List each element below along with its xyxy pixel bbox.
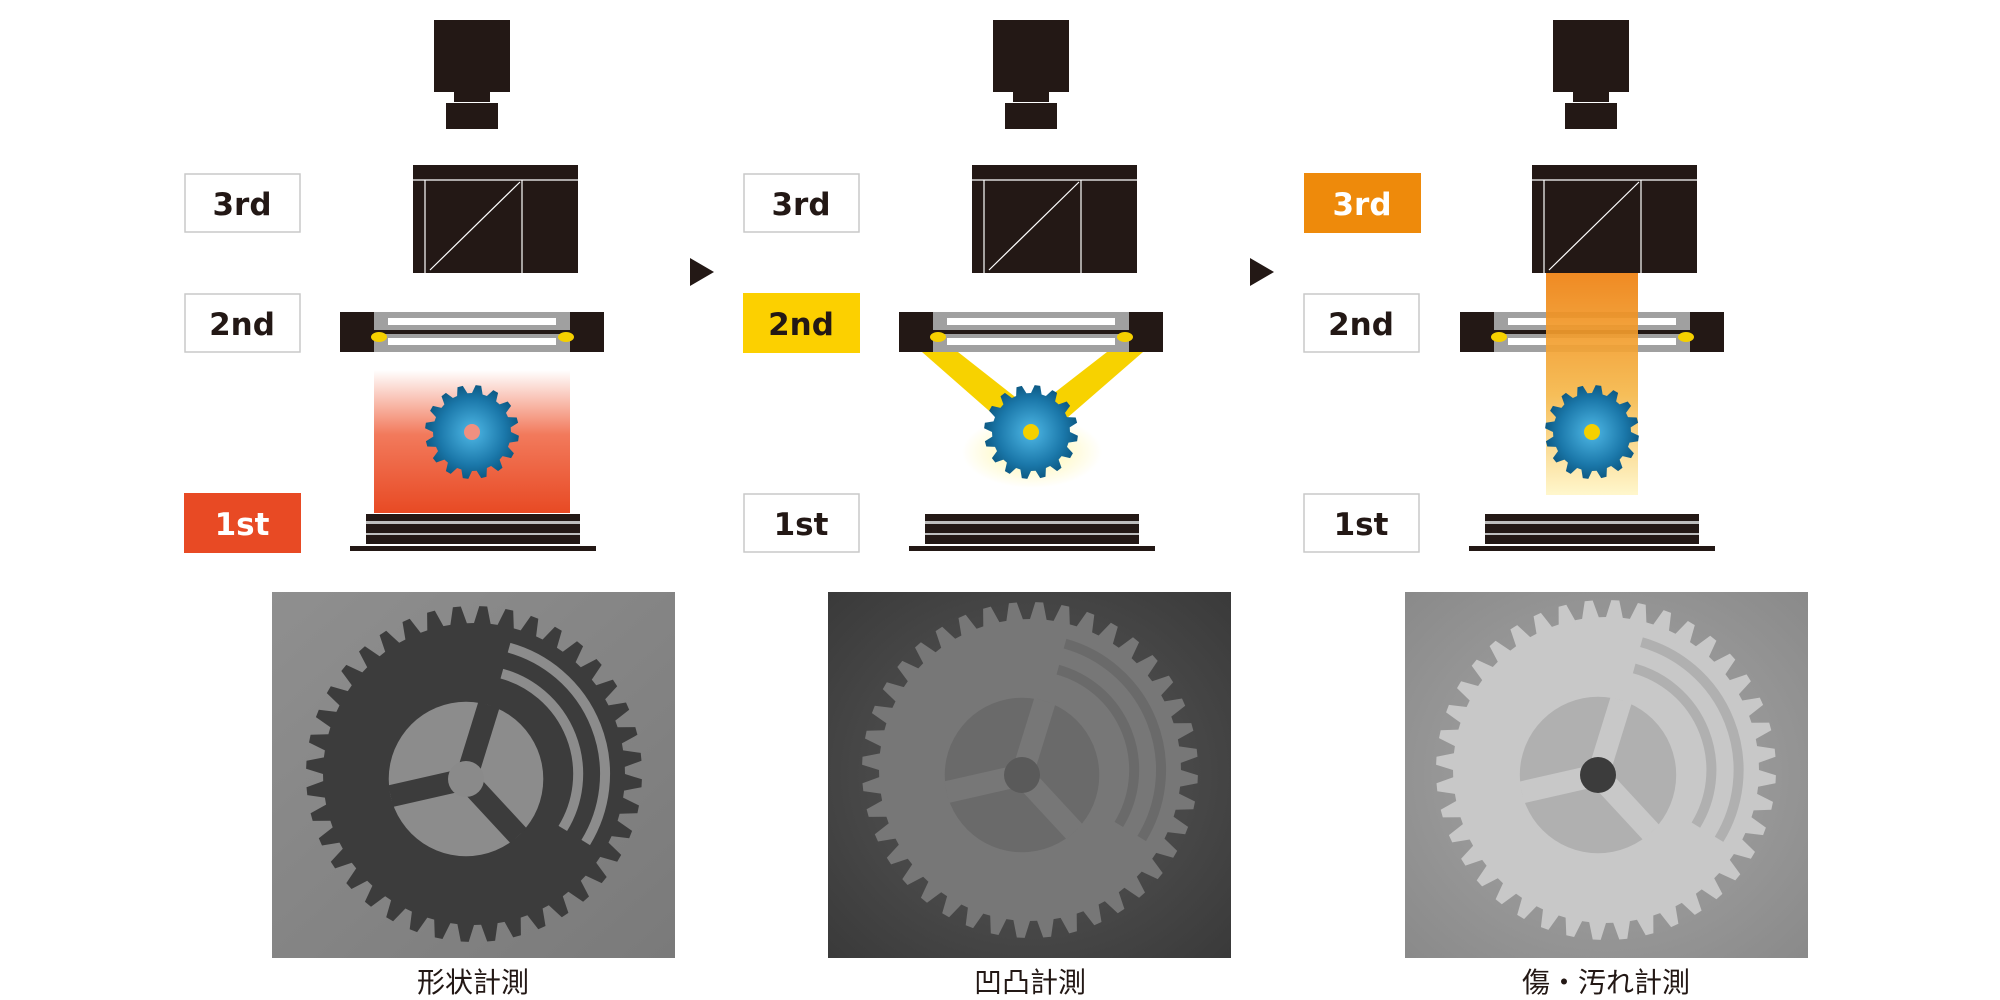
gear-center bbox=[1584, 424, 1600, 440]
svg-text:2nd: 2nd bbox=[1328, 307, 1394, 343]
svg-text:1st: 1st bbox=[215, 507, 270, 543]
label-1st: 1st bbox=[1303, 493, 1420, 553]
backlight-1st bbox=[909, 514, 1155, 551]
svg-text:3rd: 3rd bbox=[771, 187, 830, 223]
svg-text:3rd: 3rd bbox=[212, 187, 271, 223]
gear-center bbox=[1023, 424, 1039, 440]
gear-icon bbox=[1545, 385, 1639, 479]
photo-gear-hub bbox=[1580, 757, 1616, 793]
gear-center bbox=[464, 424, 480, 440]
photo-gear-slot bbox=[507, 642, 611, 846]
svg-text:2nd: 2nd bbox=[209, 307, 275, 343]
arrow-right-icon bbox=[690, 258, 714, 286]
gear-icon bbox=[425, 385, 519, 479]
photo-shape-measurement bbox=[272, 592, 675, 958]
svg-text:1st: 1st bbox=[774, 507, 829, 543]
camera-icon bbox=[993, 20, 1069, 129]
arrow-right-icon bbox=[1250, 258, 1274, 286]
label-1st-active: 1st bbox=[184, 493, 301, 553]
photo-gear-slot bbox=[1640, 637, 1744, 842]
photo-relief-measurement bbox=[828, 592, 1231, 958]
label-3rd-active: 3rd bbox=[1304, 173, 1421, 233]
ring-light-2nd bbox=[340, 312, 604, 352]
label-3rd: 3rd bbox=[743, 173, 860, 233]
label-2nd-active: 2nd bbox=[743, 293, 860, 353]
backlight-1st bbox=[1469, 514, 1715, 551]
svg-text:1st: 1st bbox=[1334, 507, 1389, 543]
camera-icon bbox=[434, 20, 510, 129]
coaxial-light-3rd bbox=[1532, 165, 1697, 273]
photo-scratch-measurement bbox=[1405, 592, 1808, 958]
coaxial-light-3rd bbox=[972, 165, 1137, 273]
photo-gear-slot bbox=[1056, 664, 1140, 828]
photo-gear-slot bbox=[1063, 638, 1167, 842]
camera-icon bbox=[1553, 20, 1629, 129]
coaxial-light-3rd bbox=[413, 165, 578, 273]
backlight-1st bbox=[350, 514, 596, 551]
label-3rd: 3rd bbox=[184, 173, 301, 233]
svg-text:2nd: 2nd bbox=[768, 307, 834, 343]
ring-light-2nd bbox=[899, 312, 1163, 352]
photo-gear-hub bbox=[448, 761, 484, 797]
photo-gear-hub bbox=[1004, 757, 1040, 793]
caption-relief: 凹凸計測 bbox=[974, 966, 1086, 999]
photo-gear-slot bbox=[1632, 663, 1717, 828]
label-1st: 1st bbox=[743, 493, 860, 553]
caption-scratch: 傷・汚れ計測 bbox=[1522, 966, 1690, 999]
svg-text:3rd: 3rd bbox=[1332, 187, 1391, 223]
panel-scratch: 3rd 2nd 1st 傷・汚れ計測 bbox=[1303, 20, 1808, 999]
label-2nd: 2nd bbox=[184, 293, 301, 353]
panel-relief: 3rd 2nd 1st 凹凸計測 bbox=[743, 20, 1231, 999]
panel-shape: 3rd 2nd 1st 形状計測 bbox=[184, 20, 675, 999]
gear-icon bbox=[984, 385, 1078, 479]
label-2nd: 2nd bbox=[1303, 293, 1420, 353]
photo-gear-slot bbox=[500, 668, 584, 832]
caption-shape: 形状計測 bbox=[417, 966, 529, 999]
